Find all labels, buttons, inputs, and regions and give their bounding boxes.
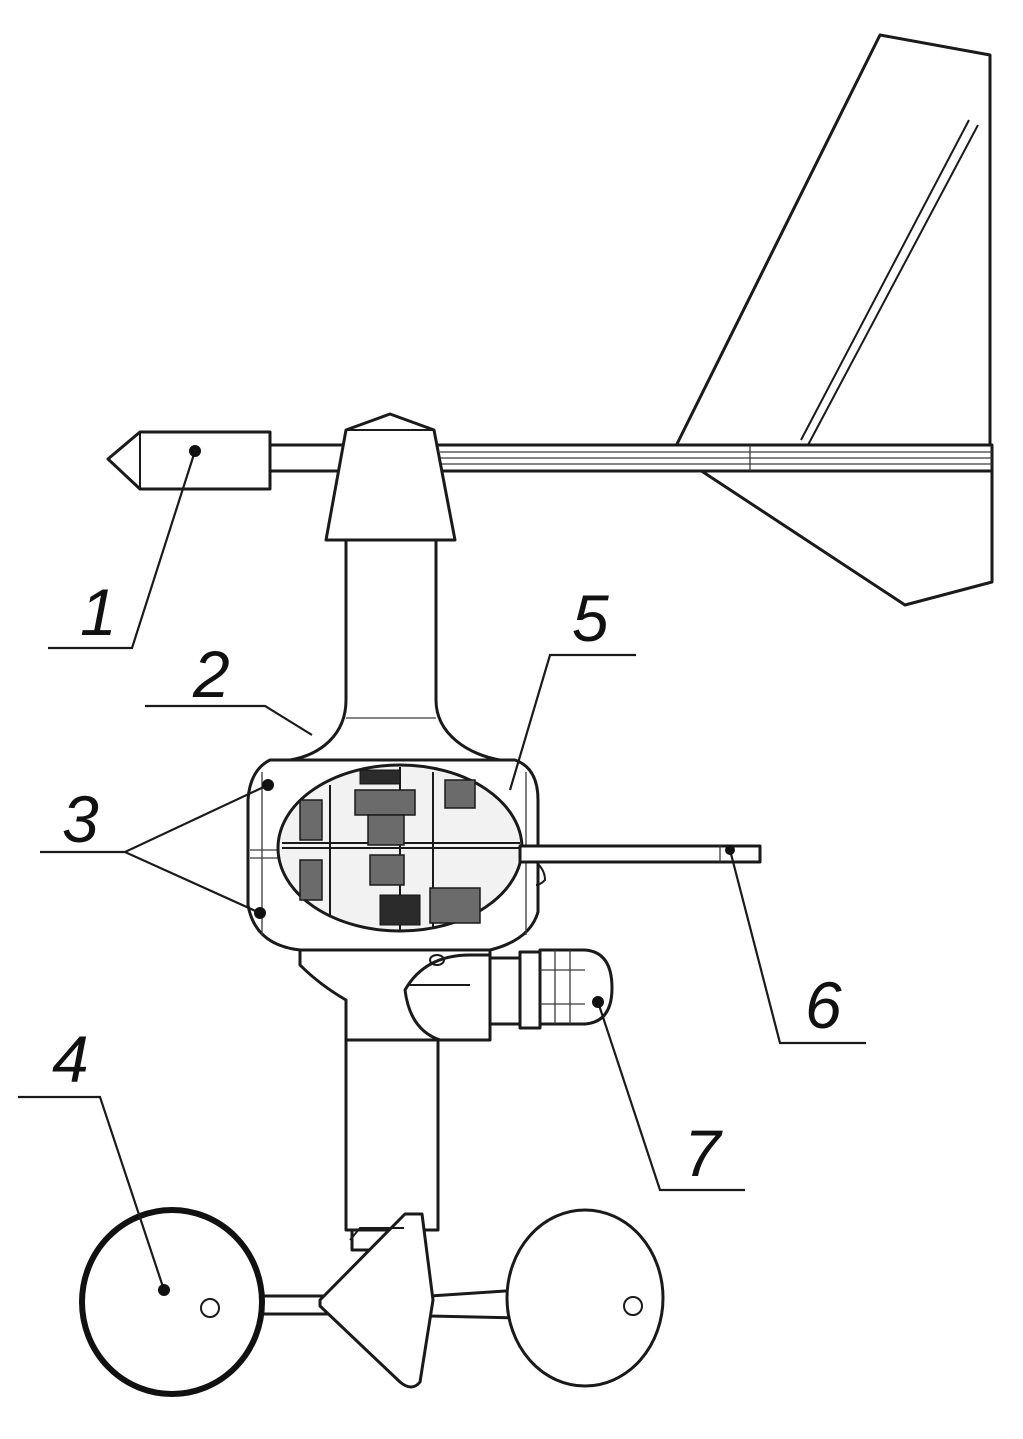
callout-dots [158,445,735,1296]
cup-anemometer [79,1207,665,1397]
upper-mast [288,538,502,762]
callout-label-1: 1 [80,575,117,649]
callout-label-4: 4 [52,1022,89,1096]
cable-gland [488,948,614,1030]
callout-label-3: 3 [62,782,99,856]
lower-mast [344,1038,440,1252]
vane-head-cap [324,412,457,542]
output-rod [518,844,762,886]
lower-housing [298,948,492,1042]
leader-lines [18,450,866,1291]
callout-label-6: 6 [805,968,842,1042]
vane-tail-fin [673,33,994,607]
callout-label-7: 7 [684,1116,723,1190]
counterweight [106,430,272,491]
callout-labels: 1 2 3 4 5 6 7 [52,575,842,1190]
callout-label-5: 5 [572,581,609,655]
cutaway-mechanism [276,763,524,933]
callout-label-2: 2 [192,637,230,711]
